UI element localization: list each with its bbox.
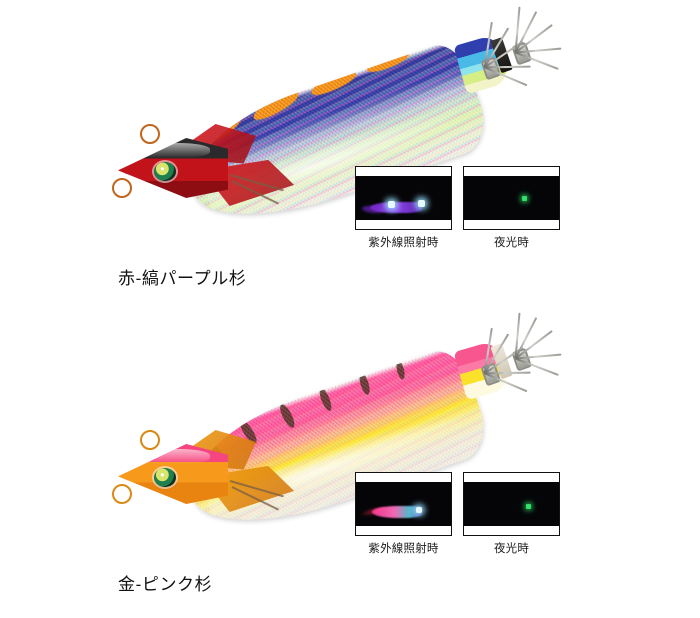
inset-glow-2: 夜光時 xyxy=(463,472,560,556)
belly-wire-loop xyxy=(112,178,132,198)
inset-caption-glow: 夜光時 xyxy=(493,543,530,555)
line-eye-wire xyxy=(140,124,160,144)
inset-caption-glow: 夜光時 xyxy=(493,237,530,249)
photo-dark-area xyxy=(356,482,451,526)
lure-eye xyxy=(154,468,176,487)
product-block-2: 紫外線照射時 夜光時 金-ピンク杉 xyxy=(0,312,700,612)
lure-eye xyxy=(154,162,176,181)
product-name-1: 赤-縞パープル杉 xyxy=(118,269,247,288)
uv-photo xyxy=(355,472,452,536)
photo-dark-area xyxy=(464,482,559,526)
uv-photo xyxy=(355,166,452,230)
glow-photo xyxy=(463,472,560,536)
glow-photo xyxy=(463,166,560,230)
photo-dark-area xyxy=(464,176,559,220)
head-gloss xyxy=(133,142,211,159)
inset-glow-1: 夜光時 xyxy=(463,166,560,250)
lure-photo-2 xyxy=(110,312,562,557)
uv-glow-body xyxy=(370,202,422,213)
product-name-2: 金-ピンク杉 xyxy=(118,575,213,594)
product-block-1: 紫外線照射時 夜光時 赤-縞パープル杉 xyxy=(0,6,700,306)
lure-photo-1 xyxy=(110,6,562,251)
squid-jig-lure xyxy=(110,312,562,557)
head-gloss xyxy=(133,448,211,465)
inset-caption-uv: 紫外線照射時 xyxy=(368,237,439,249)
uv-bright-spot xyxy=(388,201,395,208)
inset-uv-1: 紫外線照射時 xyxy=(355,166,452,250)
uv-glow-body xyxy=(372,506,422,518)
line-eye-wire xyxy=(140,430,160,450)
uv-bright-spot xyxy=(416,507,422,513)
photo-dark-area xyxy=(356,176,451,220)
lure-head xyxy=(110,118,294,230)
night-glow-dot xyxy=(526,504,531,509)
night-glow-dot xyxy=(522,196,527,201)
lure-head xyxy=(110,424,294,536)
inset-caption-uv: 紫外線照射時 xyxy=(368,543,439,555)
uv-bright-spot xyxy=(418,200,425,207)
belly-wire-loop xyxy=(112,484,132,504)
inset-uv-2: 紫外線照射時 xyxy=(355,472,452,556)
squid-jig-lure xyxy=(110,6,562,251)
